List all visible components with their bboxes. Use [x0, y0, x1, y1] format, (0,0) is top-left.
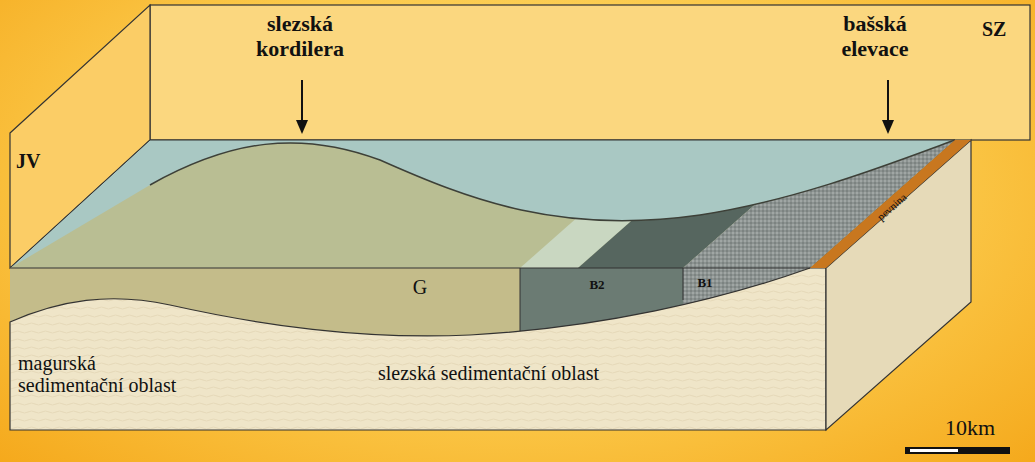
- seabed-profile-back: [150, 140, 955, 221]
- zone-border: [520, 268, 521, 332]
- arrow-head: [882, 120, 894, 134]
- arrow-line: [887, 80, 889, 122]
- front-edge: [10, 268, 810, 269]
- scale-bar: [905, 447, 1010, 454]
- scale-label: 10km: [945, 415, 995, 440]
- label-wrap: slezská sedimentační oblast: [378, 362, 678, 384]
- label-wrap: B1: [690, 273, 720, 291]
- direction-label: SZ: [982, 18, 1006, 40]
- label-wrap: SZ: [982, 18, 1022, 40]
- label-wrap: JV: [16, 150, 56, 172]
- zone-label: B1: [697, 275, 712, 290]
- seabed: [10, 140, 955, 268]
- sediment-front: [10, 268, 826, 430]
- region-label: slezská sedimentační oblast: [378, 362, 599, 384]
- back-wall: [150, 5, 1030, 140]
- direction-label: JV: [16, 150, 40, 172]
- zone-label: B2: [589, 277, 604, 292]
- elevation-label: bašská elevace: [841, 11, 908, 61]
- land-strip: [810, 140, 971, 268]
- arrow-line: [301, 80, 303, 122]
- region-label: magurská sedimentační oblast: [18, 352, 176, 396]
- zone-label: G: [413, 276, 427, 298]
- scale-bar-segment: [910, 449, 958, 452]
- label-wrap: slezská kordilera: [235, 12, 365, 61]
- label-wrap: G: [405, 276, 435, 298]
- label-wrap: B2: [582, 275, 612, 293]
- label-wrap: magurská sedimentační oblast: [18, 352, 203, 397]
- elevation-label: slezská kordilera: [256, 11, 344, 61]
- arrow-head: [296, 120, 308, 134]
- label-wrap: 10km: [935, 416, 1005, 441]
- label-wrap: bašská elevace: [810, 12, 940, 61]
- sediment-side: [826, 140, 971, 430]
- zone-border: [683, 268, 684, 300]
- water-surface: [10, 140, 955, 268]
